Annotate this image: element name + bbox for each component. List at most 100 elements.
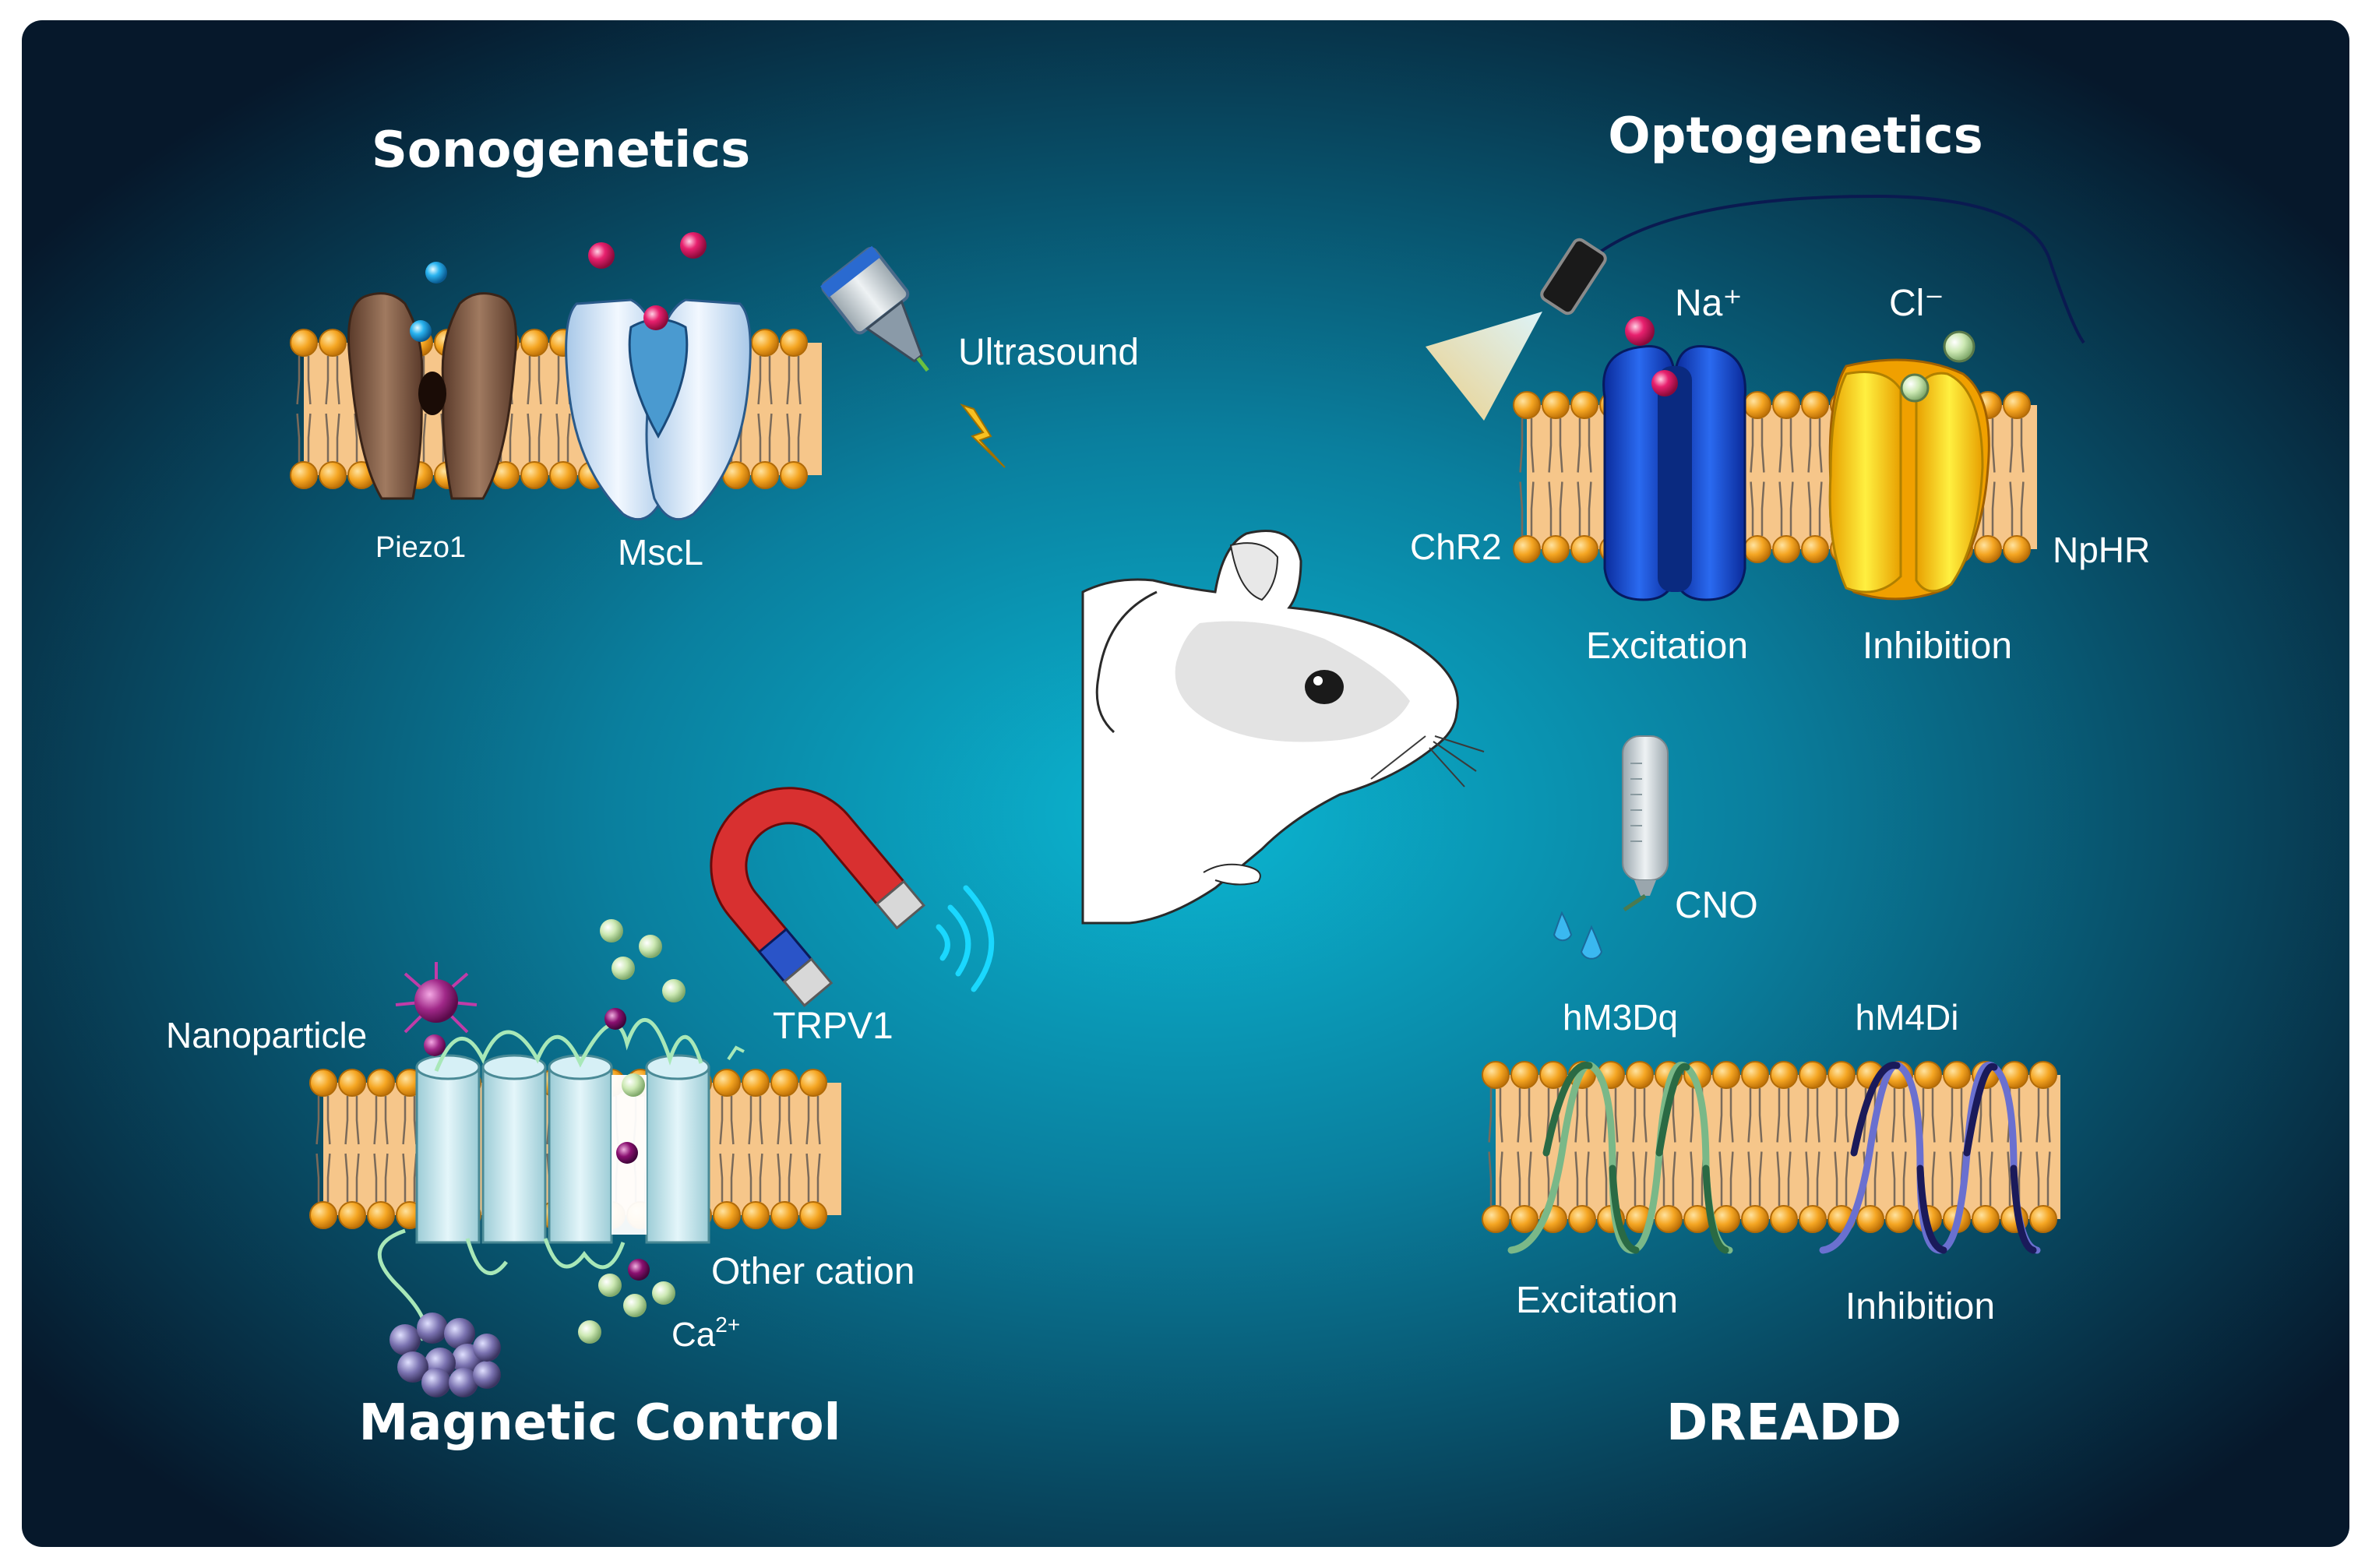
hm4di-receptor	[1819, 1061, 2041, 1254]
lipid-tail	[1960, 1088, 1965, 1143]
trpv1-label: TRPV1	[773, 1006, 893, 1047]
dreadd-excitation-label: Excitation	[1516, 1280, 1678, 1321]
lipid-head	[338, 1069, 366, 1097]
lipid-tail	[1530, 418, 1535, 473]
lipid-head	[1772, 535, 1800, 563]
light-beam-icon	[1426, 312, 1542, 421]
lipid-tail	[719, 1096, 724, 1145]
lipid-tail	[325, 356, 330, 405]
lipid-head	[1885, 1205, 1913, 1233]
lipid-head	[1772, 391, 1800, 419]
lipid-tail	[1488, 1088, 1493, 1143]
lipid-head	[1513, 391, 1541, 419]
lipid-tail	[730, 1153, 735, 1202]
lipid-tail	[1805, 1151, 1810, 1206]
lipid-tail	[1632, 1088, 1637, 1143]
lipid-head	[2029, 1205, 2057, 1233]
lipid-tail	[402, 1096, 407, 1145]
lipid-tail	[1834, 1088, 1838, 1143]
lipid-tail	[384, 1153, 389, 1202]
cl-ion	[1943, 330, 1975, 363]
lipid-tail	[1559, 481, 1563, 536]
lipid-head	[1972, 1205, 2000, 1233]
lipid-tail	[1614, 1088, 1619, 1143]
piezo1-label: Piezo1	[375, 531, 466, 564]
lipid-tail	[1588, 418, 1592, 473]
lipid-head	[1943, 1061, 1971, 1089]
lipid-tail	[555, 413, 560, 462]
lipid-tail	[757, 356, 762, 405]
lipid-tail	[2009, 481, 2014, 536]
lipid-tail	[730, 1096, 735, 1145]
lipid-tail	[1499, 1151, 1503, 1206]
lipid-head	[1513, 535, 1541, 563]
lipid-tail	[1778, 418, 1783, 473]
hm4di-label: hM4Di	[1856, 997, 1959, 1038]
lipid-tail	[2020, 481, 2025, 536]
lipid-head	[1799, 1205, 1827, 1233]
lipid-tail	[315, 1153, 320, 1202]
lipid-tail	[1931, 1088, 1936, 1143]
lipid-tail	[1517, 1151, 1521, 1206]
lipid-tail	[1778, 481, 1783, 536]
lipid-tail	[2035, 1088, 2040, 1143]
lipid-head	[290, 461, 318, 489]
lipid-tail	[777, 1096, 781, 1145]
lipid-tail	[1528, 1151, 1532, 1206]
optogenetics-title: Optogenetics	[1608, 107, 1983, 165]
lipid-tail	[336, 413, 340, 462]
lipid-tail	[2035, 1151, 2040, 1206]
lipid-tail	[777, 1153, 781, 1202]
lipid-tail	[307, 356, 312, 405]
calcium-label: Ca2+	[671, 1313, 740, 1354]
magnetic-section: Magnetic Control	[166, 787, 995, 1452]
lipid-tail	[336, 356, 340, 405]
lipid-tail	[315, 1096, 320, 1145]
ion	[425, 262, 447, 284]
lipid-tail	[1519, 418, 1524, 473]
lipid-tail	[373, 1096, 378, 1145]
sonogenetics-section: Sonogenetics Piezo1 MscL Ul	[290, 122, 1139, 573]
lipid-tail	[1789, 418, 1794, 473]
lipid-head	[1914, 1061, 1942, 1089]
lipid-tail	[296, 413, 301, 462]
lipid-tail	[1577, 481, 1581, 536]
nanoparticle-label: Nanoparticle	[166, 1015, 367, 1055]
lipid-tail	[1787, 1088, 1792, 1143]
lipid-head	[1799, 1061, 1827, 1089]
lipid-head	[713, 1201, 741, 1229]
lipid-tail	[1949, 1088, 1954, 1143]
cl-label: Cl⁻	[1889, 283, 1944, 324]
lipid-tail	[1750, 418, 1754, 473]
lipid-tail	[325, 413, 330, 462]
lipid-head	[290, 329, 318, 357]
lipid-head	[1974, 535, 2002, 563]
nanoparticle-icon	[395, 962, 478, 1056]
lipid-tail	[1991, 481, 1996, 536]
lipid-head	[1856, 1205, 1884, 1233]
lipid-tail	[1989, 1088, 1993, 1143]
lipid-tail	[719, 1153, 724, 1202]
lipid-tail	[1834, 1151, 1838, 1206]
lipid-head	[799, 1201, 827, 1229]
lipid-tail	[1776, 1151, 1781, 1206]
lipid-tail	[1873, 1151, 1878, 1206]
lipid-tail	[1574, 1088, 1579, 1143]
lipid-tail	[759, 1096, 763, 1145]
lipid-tail	[1931, 1151, 1936, 1206]
lipid-tail	[768, 356, 773, 405]
dreadd-inhibition-label: Inhibition	[1845, 1286, 1995, 1327]
lipid-head	[1741, 1061, 1769, 1089]
lipid-tail	[373, 1153, 378, 1202]
lipid-tail	[1519, 481, 1524, 536]
lipid-tail	[816, 1096, 821, 1145]
lipid-tail	[509, 413, 513, 462]
lipid-tail	[1807, 481, 1812, 536]
lipid-tail	[1949, 1151, 1954, 1206]
lipid-tail	[1787, 1151, 1792, 1206]
lipid-tail	[527, 356, 531, 405]
magnetic-title: Magnetic Control	[359, 1394, 841, 1452]
lipid-head	[742, 1201, 770, 1229]
lipid-head	[1570, 535, 1598, 563]
na-ion	[1625, 316, 1655, 346]
